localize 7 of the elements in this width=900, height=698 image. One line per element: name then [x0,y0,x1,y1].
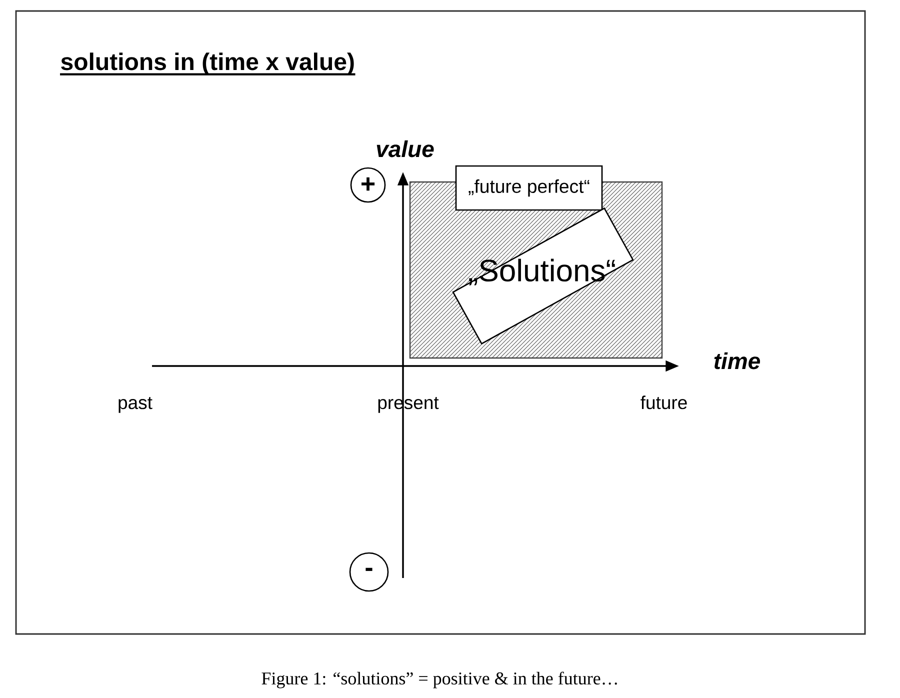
title: solutions in (time x value) [60,52,356,76]
axis-label: past [118,397,152,413]
caption: Figure 1: “solutions” = positive & in the future… [262,672,617,688]
axis-label: future [640,396,687,410]
axis-label: value [376,140,434,158]
text-box: „future perfect“ [455,165,603,211]
axis-label: time [714,352,760,370]
